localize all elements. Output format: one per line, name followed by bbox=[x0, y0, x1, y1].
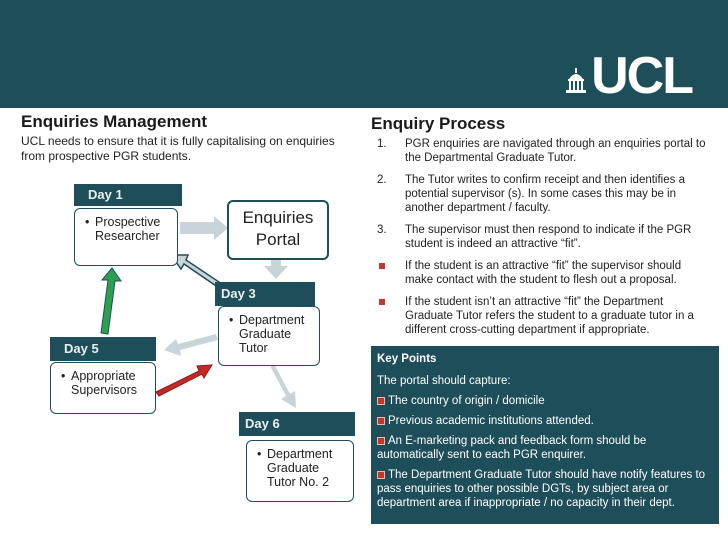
step-text: The Tutor writes to confirm receipt and … bbox=[405, 174, 685, 214]
day5-label: Day 5 bbox=[50, 337, 156, 361]
square-bullet-icon bbox=[377, 417, 385, 425]
key-point-text: Previous academic institutions attended. bbox=[388, 415, 594, 427]
day6-label: Day 6 bbox=[239, 412, 355, 436]
arrow-day5-to-day1 bbox=[100, 267, 122, 335]
subpoint-text: If the student isn’t an attractive “fit”… bbox=[405, 296, 694, 336]
key-points-panel: Key Points The portal should capture: Th… bbox=[371, 346, 719, 524]
bullet-dot: • bbox=[61, 369, 66, 383]
portico-dome-icon bbox=[566, 68, 587, 93]
arrow-day5-to-day3 bbox=[155, 364, 213, 397]
ucl-logo: UCL bbox=[565, 47, 694, 105]
list-item: The Department Graduate Tutor should hav… bbox=[377, 468, 715, 510]
enquiry-steps: 1. PGR enquiries are navigated through a… bbox=[371, 137, 711, 345]
day1-box: • Prospective Researcher bbox=[74, 208, 178, 266]
list-item: Previous academic institutions attended. bbox=[377, 414, 715, 428]
key-points-title: Key Points bbox=[377, 353, 437, 365]
bullet-dot: • bbox=[85, 215, 90, 229]
square-bullet-icon bbox=[377, 397, 385, 405]
day5-item: Appropriate Supervisors bbox=[71, 369, 137, 397]
key-points-intro: The portal should capture: bbox=[377, 375, 511, 387]
day3-label: Day 3 bbox=[215, 282, 315, 306]
square-bullet-icon bbox=[379, 263, 385, 269]
list-item: The country of origin / domicile bbox=[377, 394, 715, 408]
list-item: If the student isn’t an attractive “fit”… bbox=[371, 295, 711, 337]
bullet-dot: • bbox=[229, 313, 234, 327]
list-item: If the student is an attractive “fit” th… bbox=[371, 259, 711, 287]
intro-text: UCL needs to ensure that it is fully cap… bbox=[21, 134, 335, 163]
day1-label: Day 1 bbox=[74, 184, 182, 206]
day1-item: Prospective Researcher bbox=[95, 215, 161, 243]
step-number: 3. bbox=[377, 224, 387, 236]
header-banner: UCL bbox=[0, 0, 728, 108]
list-item: 1. PGR enquiries are navigated through a… bbox=[371, 137, 711, 165]
day3-item: Department Graduate Tutor bbox=[239, 313, 305, 355]
day6-item: Department Graduate Tutor No. 2 bbox=[267, 447, 333, 489]
bullet-dot: • bbox=[257, 447, 262, 461]
arrow-day1-to-portal bbox=[180, 216, 228, 240]
portal-line2: Portal bbox=[255, 230, 301, 249]
square-bullet-icon bbox=[377, 471, 385, 479]
arrow-portal-to-day3 bbox=[264, 254, 288, 279]
portal-line1: Enquiries bbox=[242, 208, 314, 227]
list-item: 2. The Tutor writes to confirm receipt a… bbox=[371, 173, 711, 215]
enquiries-portal-box: Enquiries Portal bbox=[227, 200, 329, 260]
step-number: 2. bbox=[377, 174, 387, 186]
day3-box: • Department Graduate Tutor bbox=[218, 306, 320, 366]
key-point-text: An E-marketing pack and feedback form sh… bbox=[377, 435, 647, 461]
arrow-day3-to-day6 bbox=[268, 360, 296, 408]
right-title: Enquiry Process bbox=[371, 114, 506, 133]
step-number: 1. bbox=[377, 138, 387, 150]
subpoint-text: If the student is an attractive “fit” th… bbox=[405, 260, 682, 286]
list-item: 3. The supervisor must then respond to i… bbox=[371, 223, 711, 251]
list-item: An E-marketing pack and feedback form sh… bbox=[377, 434, 715, 462]
day5-box: • Appropriate Supervisors bbox=[50, 362, 156, 414]
square-bullet-icon bbox=[379, 299, 385, 305]
left-title: Enquiries Management bbox=[21, 112, 208, 131]
arrow-day3-to-day5 bbox=[164, 334, 218, 356]
day6-box: • Department Graduate Tutor No. 2 bbox=[246, 440, 354, 502]
key-point-text: The Department Graduate Tutor should hav… bbox=[377, 469, 706, 509]
square-bullet-icon bbox=[377, 437, 385, 445]
step-text: The supervisor must then respond to indi… bbox=[405, 224, 692, 250]
key-point-text: The country of origin / domicile bbox=[388, 395, 545, 407]
arrow-day3-to-portal bbox=[169, 254, 227, 292]
step-text: PGR enquiries are navigated through an e… bbox=[405, 138, 706, 164]
logo-text: UCL bbox=[591, 47, 694, 105]
